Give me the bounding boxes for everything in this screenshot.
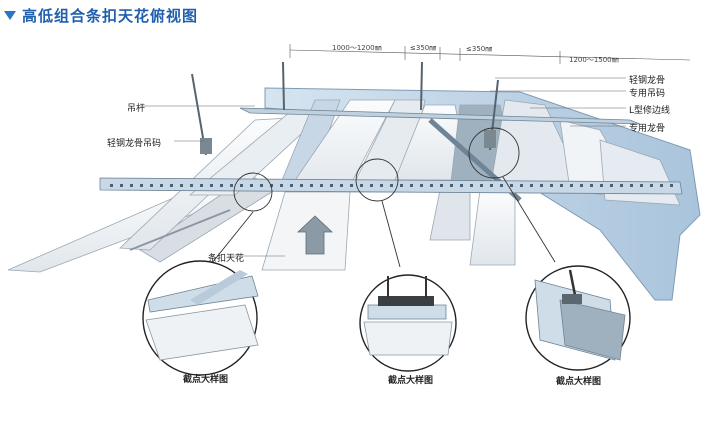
header: 高低组合条扣天花俯视图 (4, 4, 198, 26)
dimension-span-b: ≤350㎜ (410, 44, 437, 52)
keel-tooth (280, 184, 283, 187)
keel-tooth (630, 184, 633, 187)
keel-tooth (650, 184, 653, 187)
keel-tooth (350, 184, 353, 187)
keel-tooth (440, 184, 443, 187)
keel-tooth (240, 184, 243, 187)
keel-tooth (540, 184, 543, 187)
keel-tooth (640, 184, 643, 187)
keel-tooth (450, 184, 453, 187)
dimension-span-c: ≤350㎜ (466, 45, 493, 53)
dimension-span-a: 1000～1200㎜ (332, 44, 382, 52)
keel-tooth (220, 184, 223, 187)
keel-tooth (200, 184, 203, 187)
label-special-keel: 专用龙骨 (629, 124, 666, 134)
detail-circle-left (142, 260, 259, 376)
detail-caption-center: 截点大样图 (388, 376, 434, 386)
keel-tooth (270, 184, 273, 187)
label-l-trim: L型修边线 (629, 106, 671, 116)
keel-tooth (670, 184, 673, 187)
keel-tooth (120, 184, 123, 187)
keel-tooth (380, 184, 383, 187)
keel-tooth (150, 184, 153, 187)
keel-tooth (460, 184, 463, 187)
keel-tooth (490, 184, 493, 187)
label-hanger-rod: 吊杆 (127, 104, 146, 114)
keel-tooth (310, 184, 313, 187)
up-arrow-icon (296, 215, 334, 255)
keel-tooth (480, 184, 483, 187)
page-title: 高低组合条扣天花俯视图 (22, 6, 199, 25)
keel-tooth (250, 184, 253, 187)
keel-tooth (110, 184, 113, 187)
label-light-steel-keel: 轻钢龙骨 (629, 76, 666, 86)
keel-tooth (340, 184, 343, 187)
keel-tooth (500, 184, 503, 187)
keel-tooth (610, 184, 613, 187)
keel-tooth (130, 184, 133, 187)
keel-tooth (410, 184, 413, 187)
keel-tooth (370, 184, 373, 187)
keel-tooth (590, 184, 593, 187)
dimension-span-d: 1200～1500㎜ (569, 56, 619, 64)
keel-tooth (400, 184, 403, 187)
keel-tooth (580, 184, 583, 187)
keel-tooth (510, 184, 513, 187)
ceiling-strips (7, 99, 681, 273)
label-strip-ceiling: 条扣天花 (208, 254, 245, 264)
hanger-clips (200, 130, 496, 154)
keel-tooth (290, 184, 293, 187)
detail-caption-right: 截点大样图 (556, 377, 602, 387)
keel-tooth (160, 184, 163, 187)
keel-tooth (320, 184, 323, 187)
keel-tooth (180, 184, 183, 187)
dimension-line (289, 44, 691, 64)
keel-tooth (470, 184, 473, 187)
detail-caption-left: 截点大样图 (183, 375, 229, 385)
triangle-down-icon (4, 10, 16, 20)
keel-tooth (570, 184, 573, 187)
detail-circle-right (525, 265, 631, 371)
keel-tooth (260, 184, 263, 187)
keel-tooth (430, 184, 433, 187)
keel-tooth (190, 184, 193, 187)
keel-tooth (520, 184, 523, 187)
main-keels (99, 107, 683, 195)
label-special-clip: 专用吊码 (629, 89, 666, 99)
keel-tooth (360, 184, 363, 187)
keel-tooth (530, 184, 533, 187)
label-light-keel-clip: 轻钢龙骨吊码 (107, 139, 162, 149)
keel-tooth (550, 184, 553, 187)
keel-tooth (390, 184, 393, 187)
keel-tooth (420, 184, 423, 187)
detail-circle-center (359, 274, 457, 372)
keel-tooth (330, 184, 333, 187)
keel-tooth (210, 184, 213, 187)
callout-rings (207, 127, 556, 269)
keel-tooth (170, 184, 173, 187)
keel-tooth (140, 184, 143, 187)
keel-tooth (230, 184, 233, 187)
leader-lines (140, 77, 626, 257)
keel-tooth (560, 184, 563, 187)
keel-tooth (300, 184, 303, 187)
keel-tooth (660, 184, 663, 187)
keel-tooth (620, 184, 623, 187)
keel-tooth (600, 184, 603, 187)
